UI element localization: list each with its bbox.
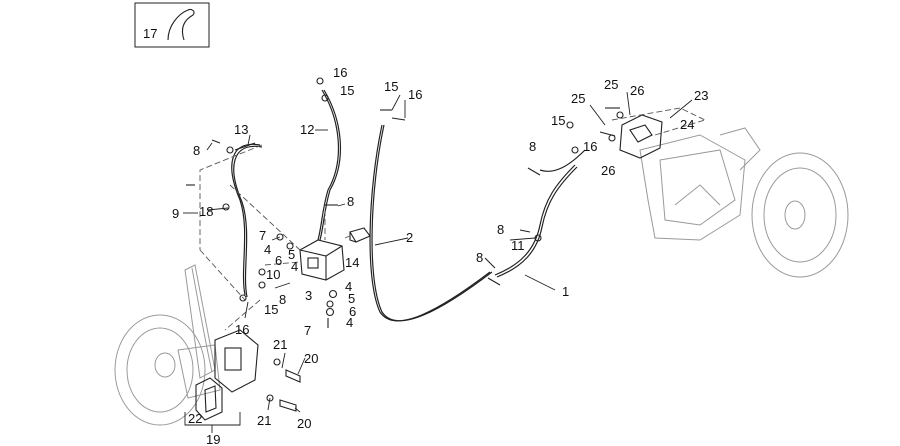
callout-20a: 20 (304, 351, 318, 366)
callout-26b: 26 (601, 163, 615, 178)
callout-21b: 21 (257, 413, 271, 428)
callout-8c: 8 (529, 139, 536, 154)
callout-8e: 8 (476, 250, 483, 265)
connection-lines (199, 107, 706, 331)
callout-19: 19 (206, 432, 220, 446)
callout-15a: 15 (340, 83, 354, 98)
callout-25b: 25 (571, 91, 585, 106)
callout-16b: 16 (408, 87, 422, 102)
callout-13: 13 (234, 122, 248, 137)
callout-15d: 15 (264, 302, 278, 317)
callout-10: 10 (266, 267, 280, 282)
callout-3: 3 (305, 288, 312, 303)
inset-part-17: 17 (134, 2, 210, 48)
callout-12: 12 (300, 122, 314, 137)
callout-7a: 7 (259, 228, 266, 243)
callout-5b: 5 (348, 291, 355, 306)
callout-22: 22 (188, 411, 202, 426)
callout-26a: 26 (630, 83, 644, 98)
callout-18: 18 (199, 204, 213, 219)
callout-16c: 16 (583, 139, 597, 154)
callout-17: 17 (143, 26, 157, 41)
callout-4c: 4 (345, 279, 352, 294)
callout-4a: 4 (264, 242, 271, 257)
callout-24: 24 (680, 117, 694, 132)
callout-labels: 1 2 3 4 4 4 4 5 5 6 6 7 7 8 8 8 8 8 8 9 … (172, 65, 708, 446)
callout-4b: 4 (291, 259, 298, 274)
callout-11: 11 (511, 238, 525, 253)
brake-hoses (231, 89, 586, 322)
callout-21a: 21 (273, 337, 287, 352)
callout-16a: 16 (333, 65, 347, 80)
callout-6a: 6 (275, 253, 282, 268)
callout-16d: 16 (235, 322, 249, 337)
fittings (186, 77, 579, 302)
callout-1: 1 (562, 284, 569, 299)
front-fork-and-disc (114, 264, 221, 426)
callout-6b: 6 (349, 304, 356, 319)
callout-8d: 8 (497, 222, 504, 237)
leader-lines (183, 91, 693, 413)
front-caliper-assembly (184, 329, 301, 433)
callout-8a: 8 (193, 143, 200, 158)
callout-8f: 8 (279, 292, 286, 307)
callout-14: 14 (345, 255, 359, 270)
callout-8b: 8 (347, 194, 354, 209)
callout-2: 2 (406, 230, 413, 245)
rear-caliper (599, 107, 663, 159)
callout-23: 23 (694, 88, 708, 103)
callout-15c: 15 (551, 113, 565, 128)
rear-bracket-and-disc (639, 127, 849, 278)
callout-9: 9 (172, 206, 179, 221)
callout-4d: 4 (346, 315, 353, 330)
callout-25a: 25 (604, 77, 618, 92)
callout-5a: 5 (288, 247, 295, 262)
callout-7b: 7 (304, 323, 311, 338)
callout-15b: 15 (384, 79, 398, 94)
callout-20b: 20 (297, 416, 311, 431)
